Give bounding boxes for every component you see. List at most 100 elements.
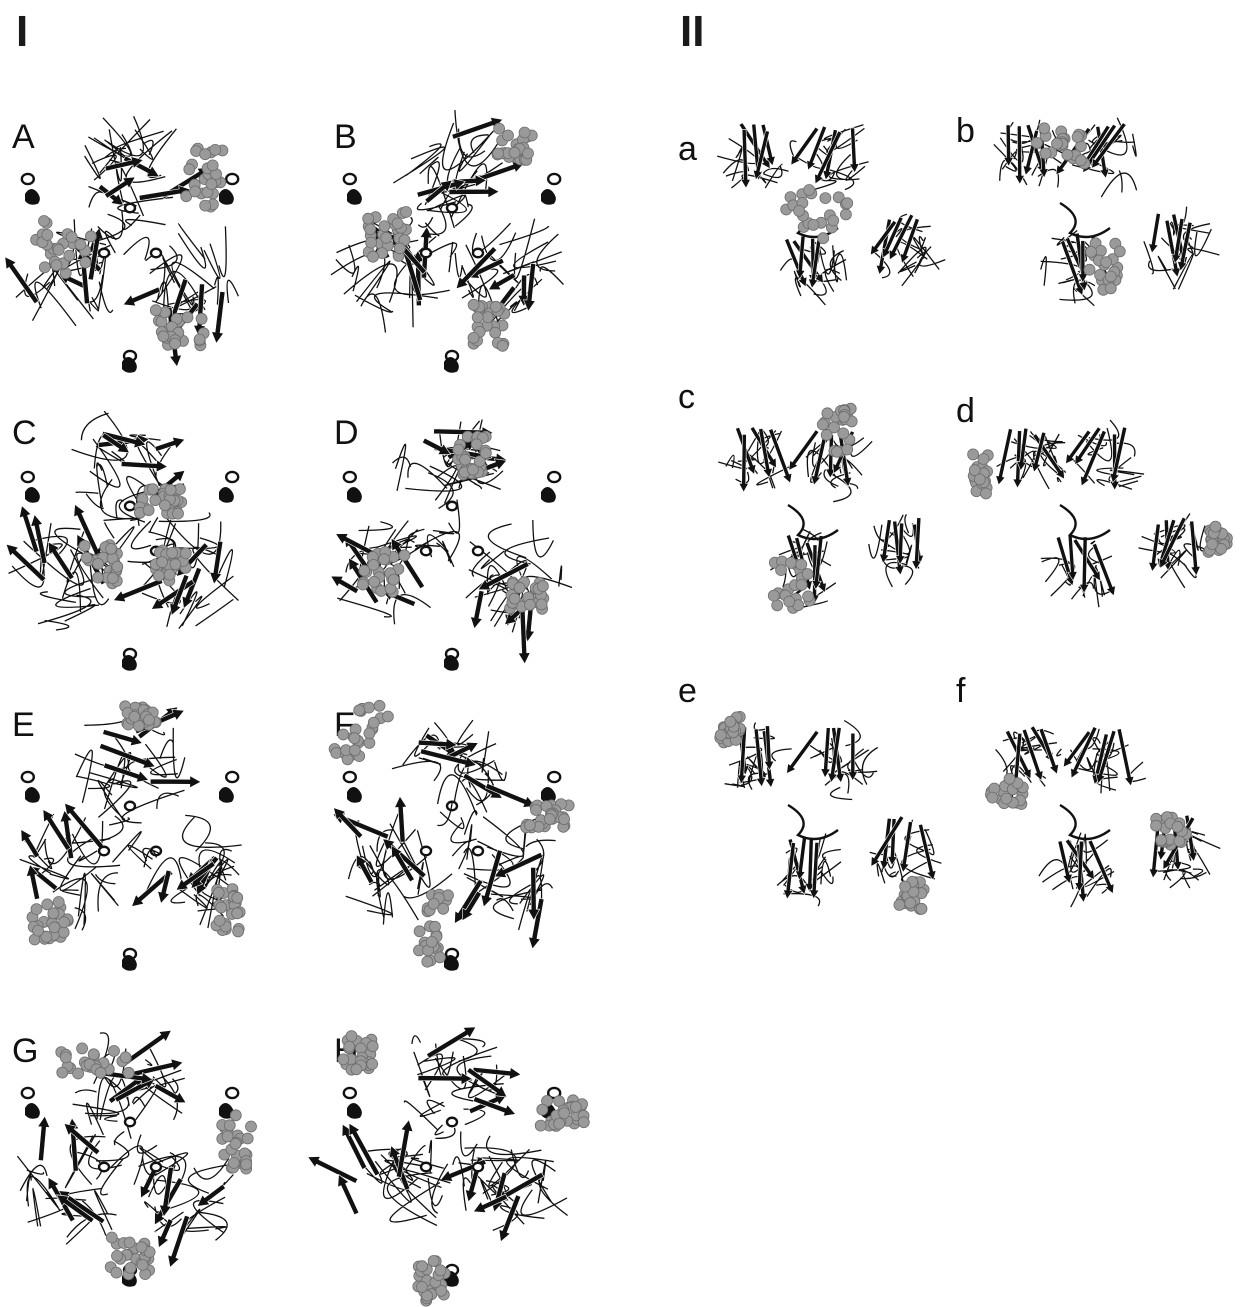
trimer-panel-F: F (322, 680, 642, 990)
helix-ring (344, 472, 356, 482)
sphere (190, 186, 201, 197)
sphere (894, 899, 905, 910)
sphere (578, 1117, 589, 1128)
helix-coil (347, 189, 362, 205)
helix-ring (99, 847, 109, 856)
sphere (75, 239, 86, 250)
sphere (537, 1104, 548, 1115)
dimer-ribbon (985, 726, 1220, 907)
section-label-II: II (680, 10, 704, 54)
sphere (1075, 155, 1086, 166)
sphere (482, 312, 493, 323)
sphere (129, 711, 140, 722)
highlight-spheres (781, 185, 853, 244)
sphere (39, 262, 50, 273)
sphere (242, 1133, 253, 1144)
panel-letter: f (956, 674, 965, 708)
sphere (124, 1237, 135, 1248)
beta-strand (848, 733, 858, 780)
helix-ring (344, 772, 356, 782)
trimer-panel-G: G (0, 990, 320, 1300)
helix-ring (421, 1163, 431, 1172)
loop-trace (464, 817, 556, 930)
helix-ring (226, 772, 238, 782)
sphere (786, 557, 797, 568)
trimer-ribbon (6, 411, 238, 671)
sphere (93, 572, 104, 583)
sphere (768, 590, 779, 601)
sphere (531, 805, 542, 816)
trimer-panel-D: D (322, 380, 642, 690)
beta-strand (787, 730, 819, 773)
trimer-panel-C: C (0, 380, 320, 690)
helix-ring (99, 249, 109, 258)
sphere (1156, 835, 1167, 846)
helix-ring (447, 1118, 457, 1127)
trimer-ribbon (329, 700, 574, 970)
sphere (905, 898, 916, 909)
trimer-structure (10, 1002, 250, 1302)
sphere (367, 1059, 378, 1070)
panel-letter: d (956, 394, 975, 428)
sphere (106, 1232, 117, 1243)
beta-strand (418, 1073, 472, 1085)
sphere (490, 301, 501, 312)
beta-strand (463, 773, 503, 798)
sphere (349, 745, 360, 756)
sphere (51, 260, 62, 271)
panel-letter: c (678, 380, 695, 414)
helix-coil (347, 487, 362, 503)
sphere (31, 904, 42, 915)
sphere (81, 552, 92, 563)
helix-ring (421, 847, 431, 856)
sphere (1114, 246, 1125, 257)
sphere (364, 728, 375, 739)
sphere (93, 558, 104, 569)
highlight-spheres (413, 1256, 450, 1307)
sphere (173, 508, 184, 519)
trimer-ribbon (331, 420, 572, 671)
sphere (1039, 123, 1050, 134)
beta-strand (739, 434, 749, 492)
sphere (394, 243, 405, 254)
trimer-panel-B: B (322, 80, 642, 390)
dimer-panel-e: e (676, 670, 946, 930)
dimer-ribbon (715, 711, 942, 914)
sphere (158, 331, 169, 342)
sphere (363, 702, 374, 713)
sphere (66, 232, 77, 243)
sphere (480, 448, 491, 459)
sphere (974, 474, 985, 485)
sphere (363, 213, 374, 224)
sphere (416, 1281, 427, 1292)
linker (1060, 203, 1110, 237)
sphere (460, 454, 471, 465)
trimer-panel-H: H (322, 990, 642, 1300)
sphere (170, 338, 181, 349)
sphere (438, 903, 449, 914)
sphere (468, 332, 479, 343)
sphere (338, 1054, 349, 1065)
sphere (525, 599, 536, 610)
dimer-ribbon (718, 403, 923, 613)
sphere (840, 209, 851, 220)
trimer-ribbon (308, 1027, 590, 1306)
sphere (42, 229, 53, 240)
helix-ring (22, 1088, 34, 1098)
helix-coil (347, 787, 362, 803)
trimer-structure (332, 686, 572, 986)
helix-ring (548, 174, 560, 184)
sphere (180, 548, 191, 559)
sphere (246, 1121, 257, 1132)
highlight-spheres (120, 701, 162, 732)
beta-strand (1088, 840, 1114, 894)
sphere (392, 218, 403, 229)
sphere (88, 1049, 99, 1060)
highlight-spheres (535, 1095, 589, 1132)
sphere (490, 327, 501, 338)
sphere (503, 130, 514, 141)
sphere (77, 1043, 88, 1054)
sphere (1105, 283, 1116, 294)
sphere (776, 565, 787, 576)
